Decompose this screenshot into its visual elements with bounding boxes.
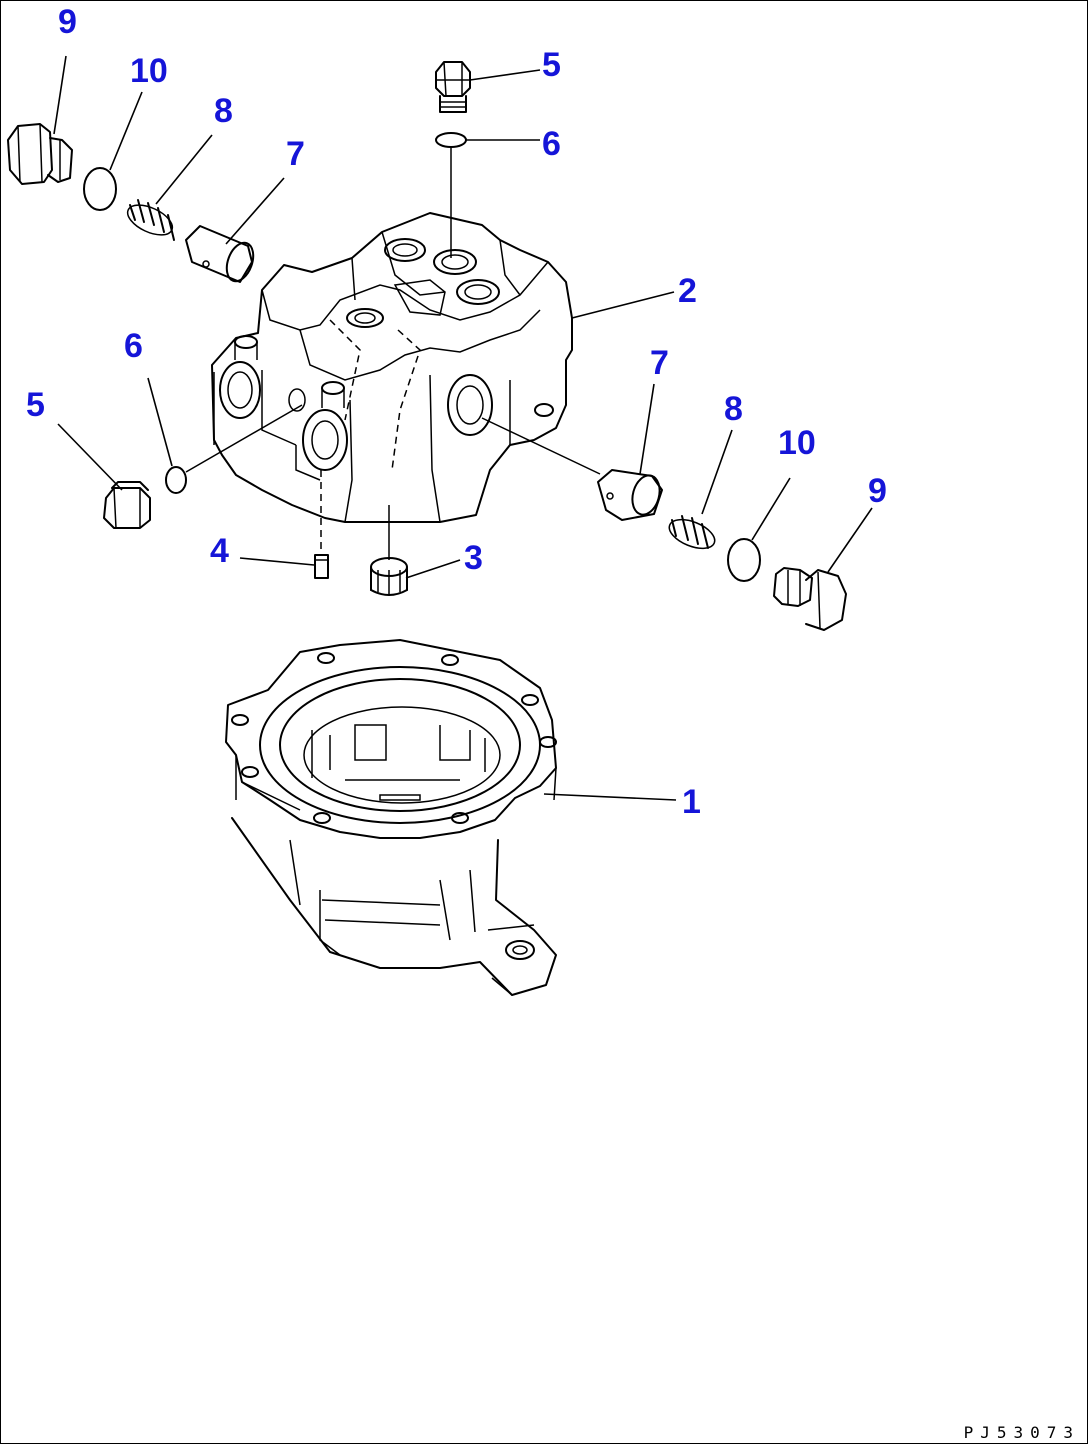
- callout-1: 1: [682, 783, 701, 821]
- callout-9-right: 9: [868, 472, 887, 510]
- spring-part-8-top[interactable]: [123, 199, 177, 241]
- valve-body-part-2[interactable]: [211, 212, 573, 523]
- plug-part-5-top[interactable]: [435, 61, 471, 113]
- bushing-part-3[interactable]: [370, 557, 408, 596]
- housing-part-1[interactable]: [225, 639, 557, 996]
- o-ring-part-10-top[interactable]: [83, 167, 117, 211]
- centre-line-left-plug: [185, 404, 303, 473]
- callout-8-right: 8: [724, 390, 743, 428]
- spring-part-8-right[interactable]: [665, 514, 718, 554]
- callout-2: 2: [678, 272, 697, 310]
- centre-line-right-spool: [481, 417, 601, 475]
- callout-6-top: 6: [542, 125, 561, 163]
- o-ring-part-6-top[interactable]: [435, 132, 467, 148]
- callout-10-top: 10: [130, 52, 168, 90]
- plug-part-5-left[interactable]: [103, 481, 151, 529]
- callout-8-top: 8: [214, 92, 233, 130]
- callout-5-left: 5: [26, 386, 45, 424]
- o-ring-part-10-right[interactable]: [727, 538, 761, 582]
- spool-part-7-right[interactable]: [597, 469, 664, 521]
- callout-7-right: 7: [650, 344, 669, 382]
- pin-part-4[interactable]: [314, 554, 329, 579]
- o-ring-part-6-left[interactable]: [165, 466, 187, 494]
- plug-part-9-top[interactable]: [7, 123, 73, 185]
- leader-lines: [53, 55, 873, 801]
- spool-part-7-top[interactable]: [185, 225, 258, 285]
- callout-5-top: 5: [542, 46, 561, 84]
- callout-9-top: 9: [58, 3, 77, 41]
- callout-7-top: 7: [286, 135, 305, 173]
- callout-10-right: 10: [778, 424, 816, 462]
- callout-6-left: 6: [124, 327, 143, 365]
- drawing-code: PJ53073: [963, 1423, 1080, 1442]
- plug-part-9-right[interactable]: [773, 567, 847, 631]
- callout-3: 3: [464, 539, 483, 577]
- callout-4: 4: [210, 532, 229, 570]
